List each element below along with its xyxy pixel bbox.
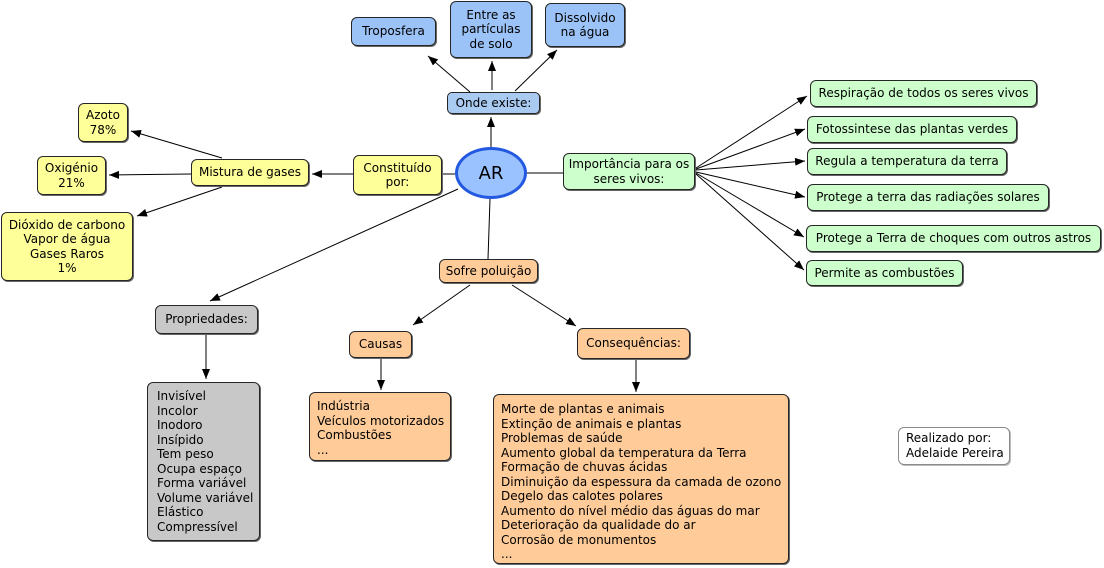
list-item: Extinção de animais e plantas <box>501 416 682 431</box>
list-item: Forma variável <box>157 476 247 490</box>
list-item: Tem peso <box>157 447 214 461</box>
importance-item: Protege a terra das radiações solares <box>807 184 1049 211</box>
place-node-troposfera: Troposfera <box>351 17 436 46</box>
consequences-node: Consequências: <box>577 328 690 359</box>
edge-central-to-properties <box>209 188 459 302</box>
list-item: Elástico <box>157 505 204 519</box>
credits-author: Adelaide Pereira <box>906 445 1004 460</box>
edge-importance-to-item-4 <box>695 172 805 238</box>
list-item: Problemas de saúde <box>501 431 623 445</box>
location-link-node: Onde existe: <box>447 92 540 114</box>
list-item: Inodoro <box>157 418 203 432</box>
properties-list: Invisível Incolor Inodoro Insípido Tem p… <box>147 382 260 541</box>
edge-location-to-troposfera <box>427 55 471 93</box>
pollution-link-node: Sofre poluição <box>439 259 538 283</box>
gas-node-oxigenio: Oxigénio 21% <box>37 156 106 195</box>
consequences-list: Morte de plantas e animais Extinção de a… <box>493 394 789 564</box>
place-node-solo: Entre as partículas de solo <box>450 1 532 58</box>
gas-node-others: Dióxido de carbono Vapor de água Gases R… <box>1 212 133 281</box>
list-item: Diminuição da espessura da camada de ozo… <box>501 474 782 489</box>
list-item: Ocupa espaço <box>157 461 242 476</box>
properties-node: Propriedades: <box>155 305 258 334</box>
list-item: Volume variável <box>157 490 254 505</box>
list-item: Deterioração da qualidade do ar <box>501 518 696 532</box>
gas-node-azoto: Azoto 78% <box>78 103 128 142</box>
edge-pollution-to-consequences <box>511 284 577 327</box>
list-item: Invisível <box>157 389 206 403</box>
composition-link-node: Constituído por: <box>353 155 442 195</box>
importance-link-node: Importância para os seres vivos: <box>563 153 695 190</box>
edge-importance-to-item-3 <box>695 171 806 199</box>
credits-box: Realizado por: Adelaide Pereira <box>898 427 1010 465</box>
edge-location-to-agua <box>514 49 558 92</box>
importance-item: Fotossintese das plantas verdes <box>807 116 1017 143</box>
edge-mixture-to-dioxido <box>136 186 223 217</box>
edge-mixture-to-oxigenio <box>108 170 192 179</box>
importance-item: Regula a temperatura da terra <box>807 148 1007 175</box>
causes-node: Causas <box>349 331 412 358</box>
list-item: Insípido <box>157 432 204 447</box>
list-item: Indústria <box>317 399 370 413</box>
importance-item: Permite as combustões <box>806 260 963 286</box>
list-item: Morte de plantas e animais <box>501 402 665 416</box>
list-item: ... <box>317 442 329 457</box>
list-item: Incolor <box>157 403 198 418</box>
importance-item: Respiração de todos os seres vivos <box>810 80 1037 107</box>
edge-central-to-pollution <box>487 198 491 260</box>
edge-importance-to-item-0 <box>695 95 808 169</box>
place-node-agua: Dissolvido na água <box>545 3 625 47</box>
central-concept-ar: AR <box>455 147 527 199</box>
edge-pollution-to-causes <box>412 284 471 326</box>
importance-item: Protege a Terra de choques com outros as… <box>806 225 1101 252</box>
list-item: Veículos motorizados <box>317 413 445 428</box>
causes-list: Indústria Veículos motorizados Combustõe… <box>309 392 451 461</box>
edge-mixture-to-azoto <box>130 130 223 159</box>
list-item: Aumento do nível médio das águas do mar <box>501 503 760 518</box>
list-item: Formação de chuvas ácidas <box>501 460 668 474</box>
list-item: Degelo das calotes polares <box>501 489 663 503</box>
edge-importance-to-item-5 <box>695 173 805 271</box>
edge-importance-to-item-2 <box>695 157 806 171</box>
credits-label: Realizado por: <box>906 431 992 445</box>
list-item: Combustões <box>317 428 392 442</box>
list-item: ... <box>501 547 513 561</box>
list-item: Compressível <box>157 519 238 534</box>
list-item: Corrosão de monumentos <box>501 532 657 547</box>
list-item: Aumento global da temperatura da Terra <box>501 445 747 460</box>
edge-importance-to-item-1 <box>695 128 806 170</box>
gas-mixture-node: Mistura de gases <box>191 159 309 186</box>
